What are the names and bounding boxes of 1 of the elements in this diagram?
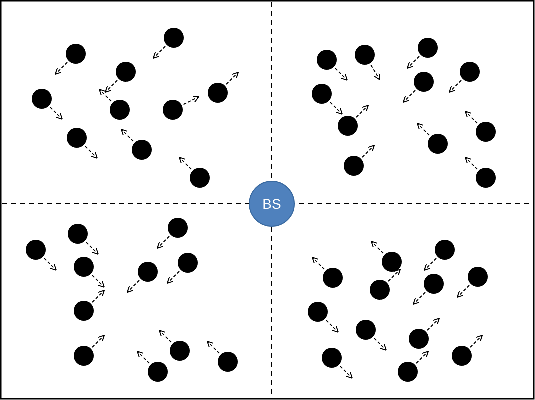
base-station-node: BS xyxy=(249,181,295,227)
